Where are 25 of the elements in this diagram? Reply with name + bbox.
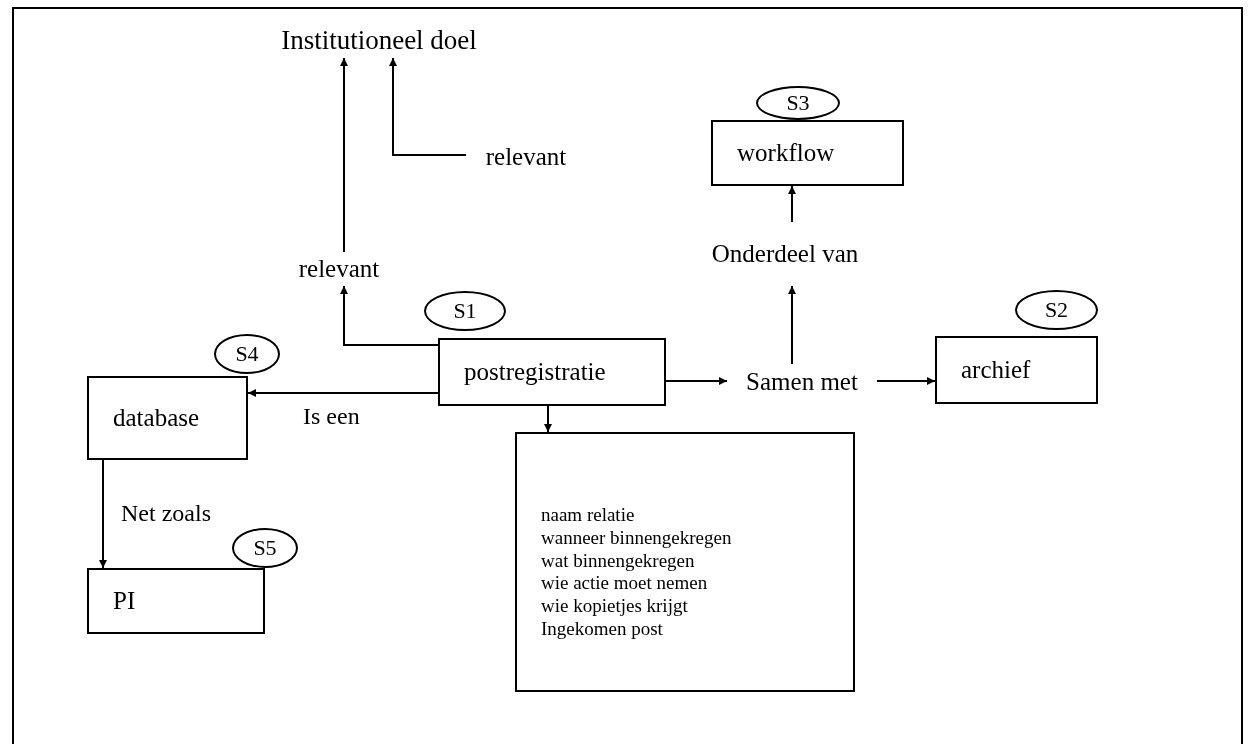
step-ellipse: S3	[756, 86, 840, 120]
step-ellipse: S4	[214, 334, 280, 374]
relation-label: Samen met	[727, 364, 877, 400]
process-box: database	[87, 376, 248, 460]
process-box: postregistratie	[438, 338, 666, 406]
relation-label: relevant	[284, 252, 394, 286]
arrow	[389, 57, 467, 156]
step-ellipse: S1	[424, 291, 506, 331]
goal-label: Institutioneel doel	[262, 22, 496, 58]
arrow	[247, 389, 439, 397]
arrow	[665, 377, 728, 385]
arrow	[544, 405, 552, 433]
arrow	[876, 377, 936, 385]
process-box: archief	[935, 336, 1098, 404]
arrow	[340, 285, 439, 346]
step-ellipse: S2	[1015, 290, 1098, 330]
arrow	[340, 57, 348, 253]
attribute-list-box: naam relatie wanneer binnengekregen wat binnengekregen wie actie moet nemen wie kopietjes krijgt Ingekomen post	[515, 432, 855, 692]
arrow	[788, 185, 796, 223]
arrow	[788, 285, 796, 365]
relation-label: relevant	[466, 140, 586, 174]
step-ellipse: S5	[232, 528, 298, 568]
process-box: workflow	[711, 120, 904, 186]
arrow	[99, 459, 107, 569]
process-box: PI	[87, 568, 265, 634]
